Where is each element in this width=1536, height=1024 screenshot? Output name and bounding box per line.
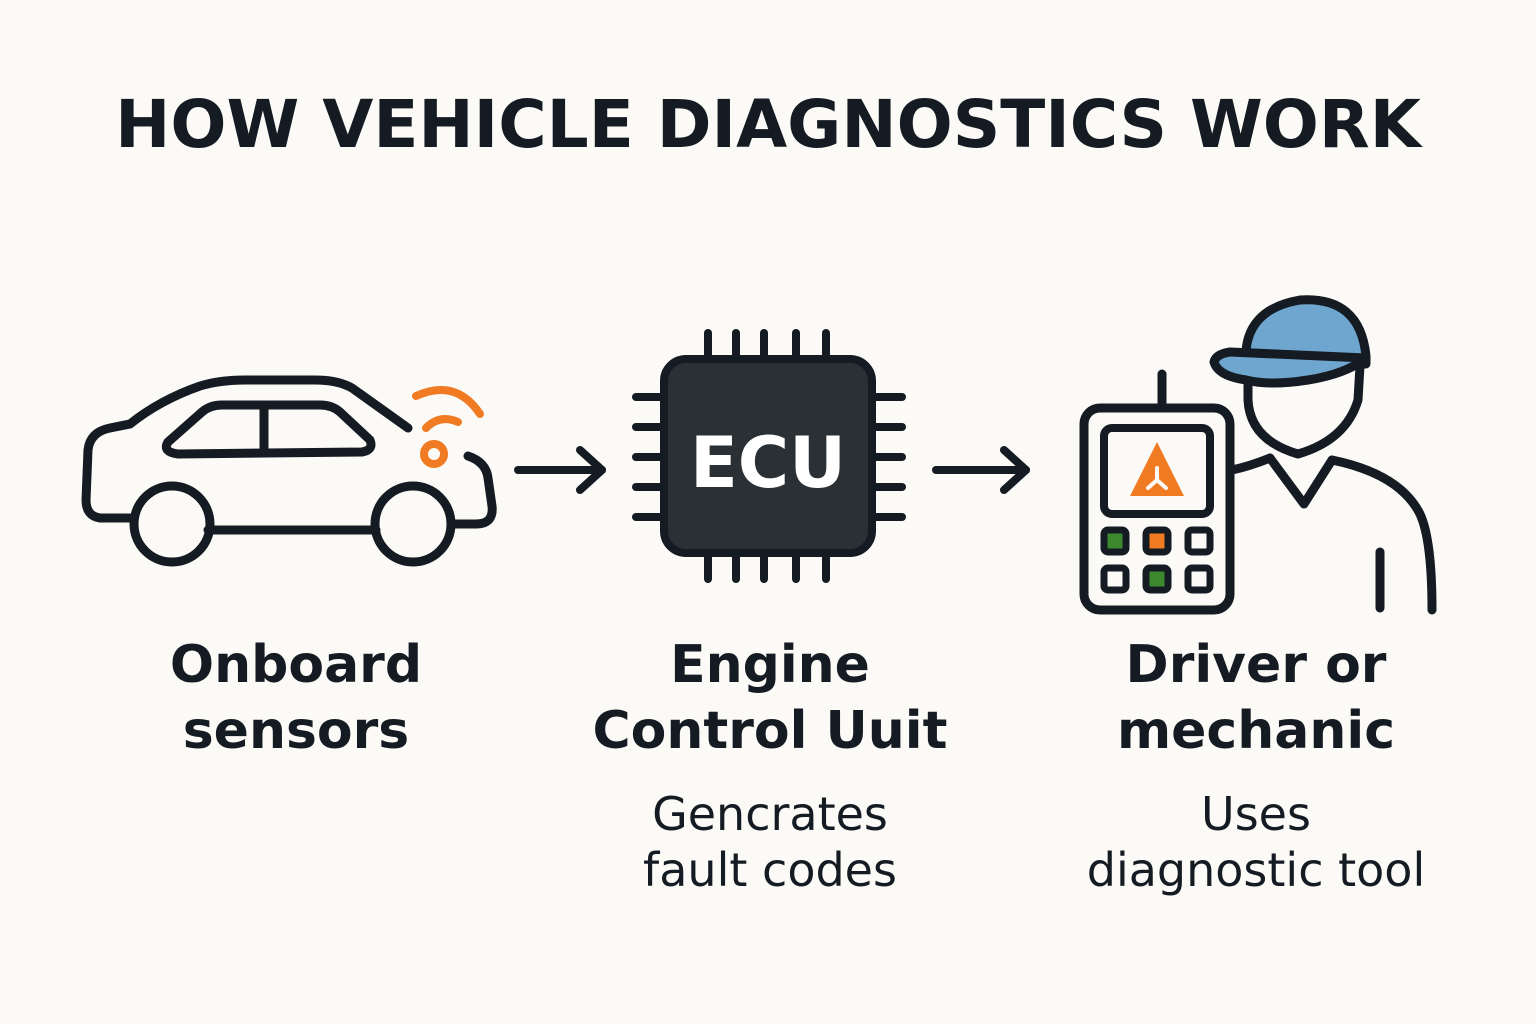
arrow-right-icon [514,446,606,494]
page-title: HOW VEHICLE DIAGNOSTICS WORK [115,86,1421,163]
ecu-chip-icon: ECU [632,329,906,583]
step-label-ecu: Engine Control Uuit [560,632,980,764]
label-line: Control Uuit [592,701,948,761]
label-line: Driver or [1125,635,1387,695]
chip-text: ECU [690,422,846,504]
arrow-right-icon [932,446,1030,494]
step-desc-ecu: Gencrates fault codes [560,786,980,898]
car-sensor-icon [81,375,497,567]
label-line: Engine [670,635,870,695]
desc-line: Uses [1201,787,1311,841]
step-desc-mechanic: Uses diagnostic tool [1046,786,1466,898]
mechanic-scanner-icon [1079,295,1437,615]
label-line: sensors [182,701,410,761]
step-label-mechanic: Driver or mechanic [1056,632,1456,764]
label-line: mechanic [1116,701,1396,761]
step-label-sensors: Onboard sensors [96,632,496,764]
label-line: Onboard [169,635,423,695]
desc-line: diagnostic tool [1086,843,1426,897]
desc-line: Gencrates [652,787,888,841]
desc-line: fault codes [643,843,897,897]
